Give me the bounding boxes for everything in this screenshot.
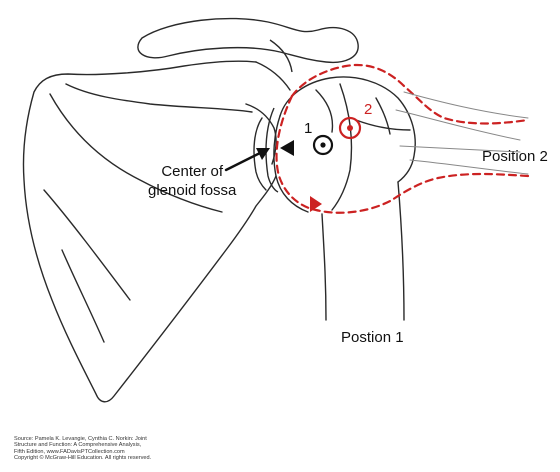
glenoid-center-label-line2: glenoid fossa	[148, 181, 236, 200]
position-2-label: Position 2	[482, 148, 548, 165]
humerus-position-2-outline	[277, 65, 528, 213]
glenoid-center-marker	[280, 140, 294, 156]
rotation-axis-1	[314, 136, 332, 154]
axis-2-label: 2	[364, 101, 372, 118]
position-1-label: Postion 1	[341, 329, 404, 346]
source-line: Copyright © McGraw-Hill Education. All r…	[14, 455, 214, 461]
glenoid-center-label: Center of glenoid fossa	[148, 162, 236, 200]
source-credit: Source: Pamela K. Levangie, Cynthia C. N…	[14, 436, 214, 462]
axis-1-label: 1	[304, 120, 312, 137]
clavicle	[138, 19, 358, 72]
glenoid-center-label-line1: Center of	[148, 162, 236, 181]
scapula	[23, 61, 290, 402]
